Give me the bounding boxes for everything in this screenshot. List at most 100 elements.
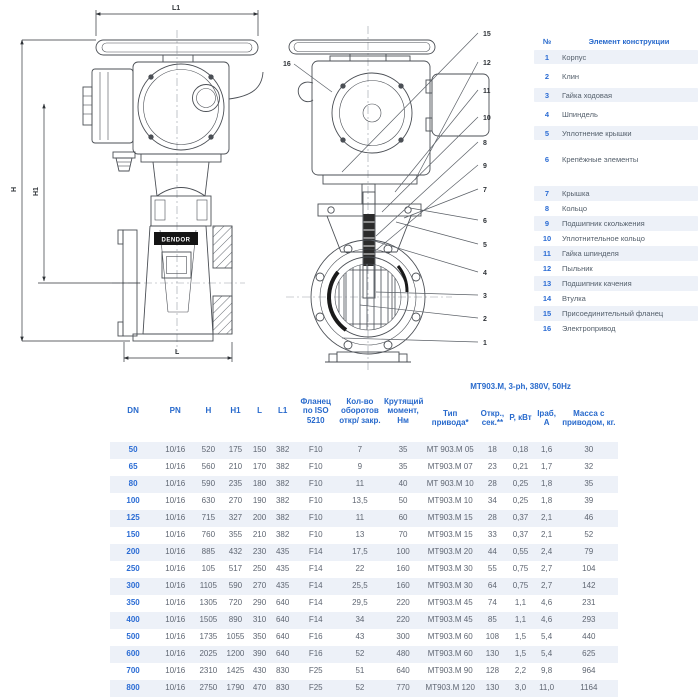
spec-cell: 39 (584, 496, 594, 506)
spec-cell: 10/16 (156, 680, 195, 697)
spec-cell: F14 (294, 544, 337, 561)
dn-value: 700 (126, 666, 140, 676)
spec-cell: 382 (270, 476, 295, 493)
callout-9: 9 (483, 163, 487, 170)
spec-cell: 175 (222, 442, 249, 459)
spec-cell: 52 (336, 680, 383, 697)
legend-item-number: 9 (544, 219, 550, 228)
col-mass: Масса с приводом, кг. (562, 408, 616, 427)
spec-cell: 630 (201, 496, 216, 506)
spec-cell: 885 (194, 544, 223, 561)
spec-cell: 2,2 (514, 666, 527, 676)
dn-value: 80 (110, 476, 157, 493)
spec-cell: 30 (559, 442, 618, 459)
spec-cell: 52 (584, 530, 594, 540)
callout-12: 12 (483, 60, 491, 67)
col-flange: Фланец по ISO 5210 (300, 397, 331, 425)
legend-item-label: Крышка (562, 189, 590, 198)
legend-item-number: 3 (544, 90, 550, 100)
spec-cell: 34 (336, 612, 383, 629)
spec-cell: 640 (396, 666, 410, 676)
spec-cell: 10/16 (156, 612, 195, 629)
spec-cell: 10/16 (165, 530, 186, 540)
dn-value: 300 (110, 578, 157, 595)
brand-label: DENDOR (161, 238, 190, 244)
drawing-svg: DENDOR L1 (11, 5, 491, 372)
dn-value: 150 (126, 530, 140, 540)
spec-cell: 128 (485, 666, 500, 676)
spec-cell: 79 (559, 544, 618, 561)
spec-cell: 470 (248, 680, 271, 697)
spec-cell: 270 (248, 578, 271, 595)
spec-cell: 300 (396, 632, 410, 642)
spec-cell: F14 (308, 598, 323, 608)
spec-cell: 9,8 (541, 666, 553, 676)
spec-cell: 200 (248, 510, 271, 527)
spec-cell: 517 (228, 564, 243, 574)
spec-cell: MT903.M 90 (427, 666, 473, 676)
legend-item-number: 15 (542, 309, 552, 318)
spec-cell: 640 (270, 646, 295, 663)
spec-cell: 1,5 (507, 646, 534, 663)
spec-cell: 1,6 (533, 442, 560, 459)
legend-item-number: 1 (544, 52, 550, 62)
spec-cell: 1200 (222, 646, 249, 663)
spec-cell: 590 (222, 578, 249, 595)
spec-cell: 1,5 (514, 632, 527, 642)
legend-header-element: Элемент конструкции (588, 37, 670, 46)
col-drive-type: Тип привода* (431, 408, 469, 427)
spec-cell: 1164 (559, 680, 618, 697)
spec-cell: 10/16 (156, 646, 195, 663)
callout-11: 11 (483, 88, 491, 95)
dim-label-h1: H1 (33, 187, 40, 196)
spec-cell: 1425 (226, 666, 245, 676)
col-h1: H1 (230, 406, 241, 416)
spec-cell: 29,5 (352, 598, 368, 608)
spec-cell: 50 (398, 496, 408, 506)
spec-cell: 0,75 (507, 578, 534, 595)
spec-cell: 40 (382, 476, 424, 493)
spec-cell: 220 (382, 612, 424, 629)
spec-cell: 830 (270, 680, 295, 697)
col-torque: Крутящий момент, Нм (383, 397, 424, 425)
legend-item-number: 12 (542, 264, 552, 273)
spec-cell: 10/16 (165, 598, 186, 608)
spec-cell: 180 (248, 476, 271, 493)
spec-cell: 10/16 (156, 510, 195, 527)
spec-cell: 0,18 (507, 442, 534, 459)
spec-cell: 1,1 (514, 598, 527, 608)
spec-cell: 1055 (226, 632, 245, 642)
legend-item-number: 4 (544, 109, 550, 119)
spec-cell: 0,37 (512, 530, 529, 540)
callout-2: 2 (483, 316, 487, 323)
spec-cell: 760 (201, 530, 216, 540)
spec-cell: 4,6 (541, 598, 553, 608)
spec-cell: 130 (477, 680, 508, 697)
legend-header: № Элемент конструкции (534, 34, 698, 50)
legend-item-number: 14 (542, 294, 552, 303)
legend-item-label: Крепёжные элементы (562, 154, 639, 164)
col-dn: DN (127, 406, 139, 416)
dn-value: 100 (126, 496, 140, 506)
spec-cell: F10 (308, 530, 323, 540)
spec-cell: 0,21 (512, 462, 529, 472)
callout-leader-lines (293, 32, 479, 343)
spec-cell: 55 (487, 564, 497, 574)
col-power: P, кВт (509, 413, 532, 423)
spec-cell: 440 (582, 632, 596, 642)
spec-cell: 1,8 (541, 496, 553, 506)
spec-cell: 10/16 (165, 632, 186, 642)
spec-cell: 720 (228, 598, 243, 608)
